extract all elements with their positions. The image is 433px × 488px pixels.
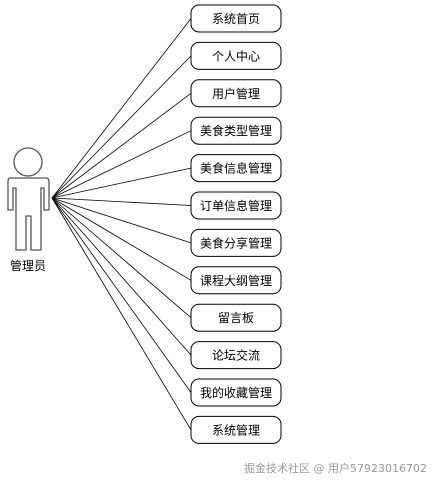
association-line [51,197,192,244]
use-case-item: 论坛交流 [190,341,282,370]
use-case-label: 美食分享管理 [200,235,272,250]
association-line [51,197,192,281]
use-case-box [190,415,282,444]
actor-body [7,177,50,251]
use-case-item: 课程大纲管理 [190,266,282,295]
association-line [51,197,192,319]
use-case-box [190,41,282,70]
use-case-label: 美食信息管理 [200,161,272,176]
use-case-label: 论坛交流 [212,348,260,363]
use-case-label: 我的收藏管理 [200,385,272,400]
use-case-box [190,303,282,332]
use-case-box [190,4,282,33]
association-line [51,18,192,199]
use-case-box [190,228,282,257]
use-case-item: 美食信息管理 [190,154,282,183]
actor-head [13,147,43,177]
association-line [51,197,192,431]
use-case-item: 系统管理 [190,415,282,444]
association-lines [51,18,192,431]
use-case-box [190,79,282,108]
actor-label: 管理员 [10,258,46,273]
use-case-label: 系统首页 [212,12,260,26]
use-case-label: 美食类型管理 [200,123,272,138]
use-case-label: 系统管理 [212,422,260,437]
use-case-item: 用户管理 [190,79,282,108]
actor-admin: 管理员 [7,147,50,273]
use-case-item: 美食类型管理 [190,116,282,145]
use-case-box [190,266,282,295]
use-case-label: 个人中心 [212,48,260,63]
watermark-text: 掘金技术社区 @ 用户57923016702 [244,462,427,475]
use-case-item: 我的收藏管理 [190,378,282,407]
association-line [51,92,192,199]
use-case-box [190,341,282,370]
use-case-item: 系统首页 [190,4,282,33]
use-case-item: 个人中心 [190,41,282,70]
use-case-label: 留言板 [218,311,254,325]
association-line [51,55,192,199]
association-line [51,130,192,199]
use-case-box [190,116,282,145]
use-case-item: 留言板 [190,303,282,332]
use-case-box [190,378,282,407]
use-case-label: 用户管理 [212,86,260,101]
association-line [51,197,192,206]
use-case-label: 课程大纲管理 [200,273,272,288]
use-case-item: 订单信息管理 [190,191,282,220]
association-line [51,197,192,356]
use-case-list: 系统首页个人中心用户管理美食类型管理美食信息管理订单信息管理美食分享管理课程大纲… [190,4,282,444]
use-case-box [190,154,282,183]
association-line [51,197,192,393]
use-case-item: 美食分享管理 [190,228,282,257]
use-case-label: 订单信息管理 [200,198,272,213]
association-line [51,167,192,199]
use-case-box [190,191,282,220]
